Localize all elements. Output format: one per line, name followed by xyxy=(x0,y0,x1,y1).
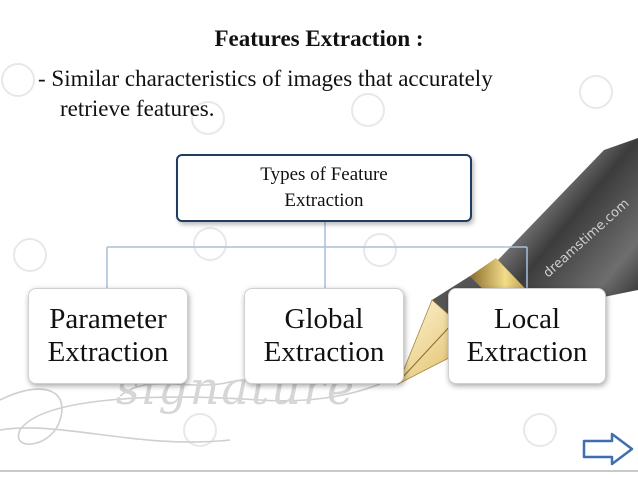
root-node-line-2: Extraction xyxy=(284,190,364,211)
child-node-local: Local Extraction xyxy=(448,288,606,384)
next-slide-button[interactable] xyxy=(582,432,634,471)
child-node-label-line-2: Extraction xyxy=(47,336,169,368)
root-node: Types of Feature Extraction xyxy=(176,154,472,222)
child-node-global: Global Extraction xyxy=(244,288,404,384)
bullet-line-2: retrieve features. xyxy=(60,96,215,121)
child-node-label-line-2: Extraction xyxy=(466,336,588,368)
connectors xyxy=(106,222,528,288)
slide-title: Features Extraction : xyxy=(214,26,424,51)
bottom-divider xyxy=(0,470,638,472)
root-node-line-1: Types of Feature xyxy=(260,164,388,185)
child-node-label-line-1: Parameter xyxy=(49,303,167,335)
child-node-label-line-1: Global xyxy=(284,303,364,335)
bullet-text: - Similar characteristics of images that… xyxy=(38,64,618,124)
right-arrow-icon[interactable] xyxy=(582,432,634,466)
watermark-circles xyxy=(1,63,613,447)
child-node-label-line-1: Local xyxy=(493,303,560,335)
child-node-label-line-2: Extraction xyxy=(263,336,385,368)
child-node-parameter: Parameter Extraction xyxy=(28,288,188,384)
bullet-line-1: - Similar characteristics of images that… xyxy=(38,66,493,91)
